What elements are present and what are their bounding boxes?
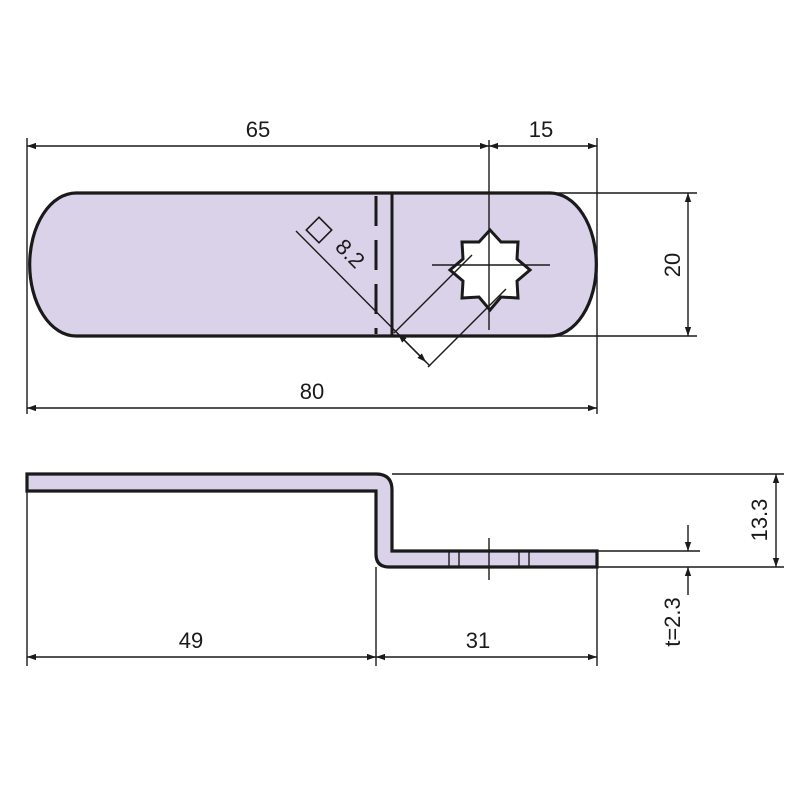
- dim-31: 31: [466, 628, 490, 653]
- square-symbol-icon: [305, 216, 333, 244]
- dim-80: 80: [300, 379, 324, 404]
- diag-ext-2: [393, 254, 473, 334]
- bent-plate-profile: [25, 472, 599, 569]
- dim-20: 20: [660, 253, 685, 277]
- plate-outline: [28, 191, 598, 338]
- dim-49: 49: [179, 628, 203, 653]
- dim-thickness: t=2.3: [660, 597, 685, 647]
- diag-dim-line: [397, 333, 427, 363]
- side-view: 49 31 13.3 t=2.3: [25, 472, 784, 666]
- square-drive-hole: [447, 227, 533, 313]
- top-view: 8.2 65 15 80 20: [26, 117, 697, 414]
- dim-15: 15: [529, 117, 553, 142]
- diag-ext-3: [427, 288, 507, 368]
- dim-13-3: 13.3: [747, 499, 772, 542]
- dim-65: 65: [246, 117, 270, 142]
